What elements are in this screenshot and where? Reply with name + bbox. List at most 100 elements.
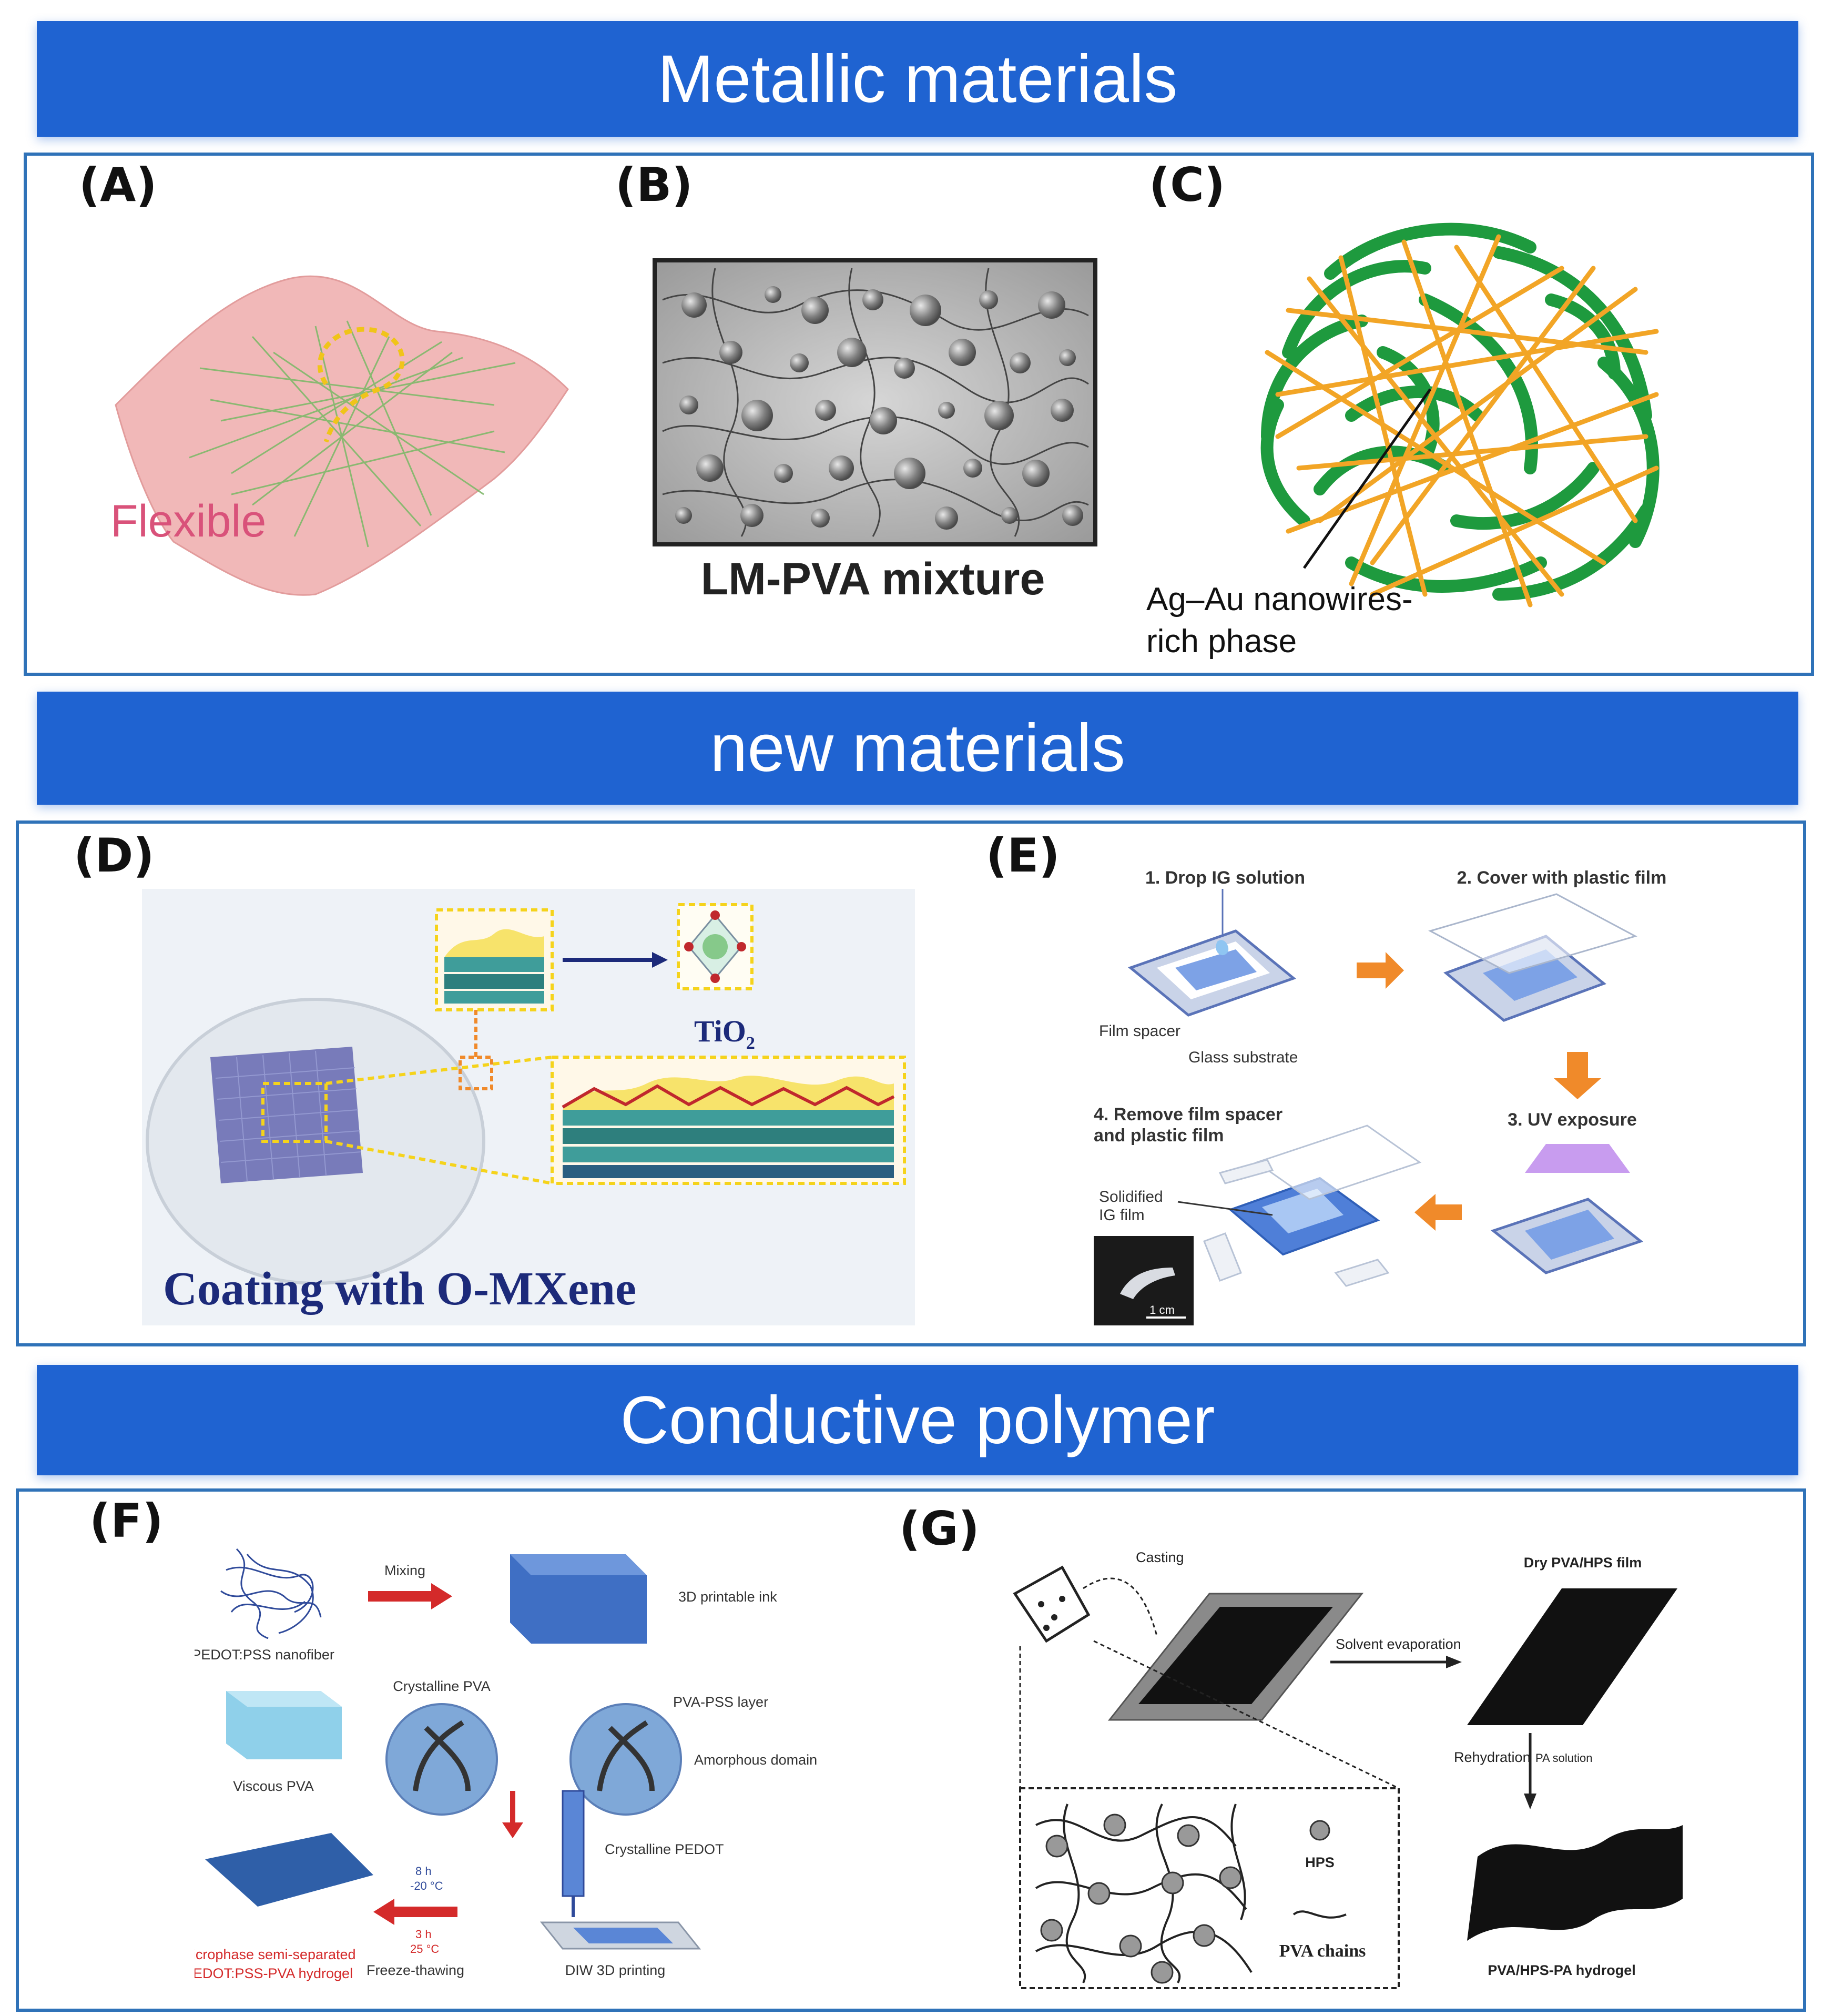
step4-label-line1: 4. Remove film spacer (1094, 1105, 1282, 1124)
rehydration-arrow-head (1524, 1794, 1536, 1809)
step3-label: 3. UV exposure (1508, 1110, 1637, 1130)
step1-label: 1. Drop IG solution (1145, 868, 1305, 888)
arrow-step2-to-step3 (1554, 1052, 1601, 1099)
tio2-main: TiO (694, 1014, 746, 1048)
tio2-oxygen-atoms (684, 910, 746, 983)
amorphous-domain-label: Amorphous domain (694, 1752, 817, 1768)
step4-removed-spacer-2 (1203, 1232, 1242, 1282)
panel-d-illustration: TiO2 Coating with O-MXene (142, 889, 915, 1325)
pva-chain-legend-icon (1292, 1910, 1347, 1919)
panel-g-illustration: Casting Solvent evaporation Dry PVA/HPS … (1013, 1549, 1683, 1989)
amorphous-domain-sphere (569, 1703, 682, 1816)
time-8h-label: 8 h (415, 1865, 432, 1878)
glass-substrate-label: Glass substrate (1188, 1049, 1298, 1066)
panel-label-f: (F) (89, 1494, 164, 1548)
panel-e-illustration: 1. Drop IG solution 2. Cover with plasti… (1094, 868, 1667, 1325)
amorphous-domain-chains (597, 1720, 655, 1791)
photo-film-sample (1120, 1268, 1175, 1299)
highlight-box (459, 1056, 493, 1090)
diw-printing-label: DIW 3D printing (565, 1962, 666, 1978)
viscous-pva-label: Viscous PVA (233, 1778, 314, 1794)
zoom-box-small (261, 1082, 328, 1143)
rehydration-label: Rehydration (1454, 1749, 1531, 1765)
pva-hps-pa-hydrogel (1467, 1825, 1683, 1941)
step4-label-line2: and plastic film (1094, 1126, 1224, 1146)
flexible-caption: Flexible (110, 496, 266, 546)
panel-label-g: (G) (899, 1502, 980, 1556)
lm-pva-caption: LM-PVA mixture (701, 554, 1045, 604)
crystalline-pva-sphere (385, 1703, 498, 1816)
solidified-label-line2: IG film (1099, 1207, 1145, 1224)
solidified-pointer (1177, 1201, 1273, 1216)
casting-path (1083, 1577, 1158, 1636)
dry-film-label: Dry PVA/HPS film (1524, 1555, 1642, 1571)
hps-legend-label: HPS (1305, 1855, 1335, 1870)
casting-label: Casting (1136, 1549, 1184, 1565)
panel-a-illustration: Flexible (110, 275, 569, 596)
printable-ink-top (510, 1554, 647, 1575)
section-title: Metallic materials (657, 41, 1178, 117)
nanowire-caption-line1: Ag–Au nanowires- (1146, 581, 1413, 617)
o-mxene-caption: Coating with O-MXene (163, 1263, 636, 1315)
panel-b-illustration: LM-PVA mixture (653, 258, 1097, 604)
arrow-step3-to-step4 (1414, 1194, 1462, 1231)
section-title: new materials (710, 711, 1125, 786)
section-title: Conductive polymer (620, 1382, 1215, 1458)
temp-25-label: 25 °C (410, 1942, 439, 1956)
tio2-titanium-atom (703, 934, 728, 959)
panel-c-illustration: Ag–Au nanowires- rich phase (1146, 222, 1660, 660)
orange-nanowires (1265, 234, 1659, 607)
scale-label: 1 cm (1149, 1303, 1175, 1316)
hydrogel-label: PVA/HPS-PA hydrogel (1488, 1962, 1636, 1978)
evaporation-arrow-head (1446, 1656, 1462, 1668)
crystalline-pva-chains (413, 1720, 471, 1791)
hps-legend-icon (1309, 1820, 1330, 1841)
detail-link-right (1093, 1640, 1399, 1789)
transform-arrow-head (652, 952, 668, 968)
step2-ig-solution (1483, 949, 1577, 1001)
zoom-line-top (325, 1056, 553, 1085)
panel-label-a: (A) (79, 158, 157, 212)
pva-chain-network (1035, 1804, 1253, 1983)
pva-chains-legend-label: PVA chains (1279, 1941, 1366, 1961)
section-banner-new-materials: new materials (37, 692, 1798, 805)
freeze-thaw-arrow (373, 1899, 457, 1925)
panel-label-b: (B) (615, 158, 693, 212)
section-banner-metallic: Metallic materials (37, 21, 1798, 137)
uv-light (1525, 1144, 1630, 1173)
viscous-pva-top (226, 1691, 342, 1707)
pointer-line (1302, 388, 1432, 569)
step1-ig-solution (1175, 949, 1257, 990)
hydrogel-label-line2: PEDOT:PSS-PVA hydrogel (195, 1966, 353, 1981)
tio2-label: TiO2 (694, 1014, 755, 1053)
casting-beaker (1013, 1565, 1091, 1643)
hydrogel-film (205, 1833, 373, 1907)
arrow-step1-to-step2 (1357, 952, 1404, 989)
fabric-weave (215, 1050, 362, 1182)
printable-ink-block (510, 1554, 647, 1644)
green-nanowires (1260, 222, 1660, 601)
section-banner-conductive-polymer: Conductive polymer (37, 1365, 1798, 1475)
nanowire-caption-line2: rich phase (1146, 623, 1297, 660)
step3-ig-film (1525, 1210, 1614, 1260)
viscous-pva-block (226, 1691, 342, 1759)
liquid-metal-droplets (675, 286, 1083, 530)
solvent-evaporation-label: Solvent evaporation (1336, 1636, 1461, 1652)
mixing-label: Mixing (384, 1563, 425, 1578)
step4-removed-spacer-3 (1334, 1259, 1390, 1287)
step2-label: 2. Cover with plastic film (1457, 868, 1667, 888)
step2-plastic-film (1428, 893, 1637, 974)
printing-down-arrow (502, 1791, 523, 1838)
panel-label-d: (D) (74, 828, 155, 883)
dry-film (1467, 1588, 1677, 1725)
panel-f-illustration: PEDOT:PSS nanofiber Mixing 3D printable … (195, 1548, 817, 1981)
printable-ink-label: 3D printable ink (678, 1589, 777, 1605)
solidified-label-line1: Solidified (1099, 1188, 1163, 1205)
step4-removed-spacer-1 (1218, 1159, 1274, 1184)
hps-particles (1040, 1814, 1242, 1984)
printed-layer (573, 1928, 673, 1943)
tio2-subscript: 2 (746, 1034, 755, 1053)
diw-syringe (562, 1790, 585, 1897)
crystalline-pedot-label: Crystalline PEDOT (605, 1841, 724, 1857)
pedot-nanofiber-cluster (220, 1548, 322, 1639)
